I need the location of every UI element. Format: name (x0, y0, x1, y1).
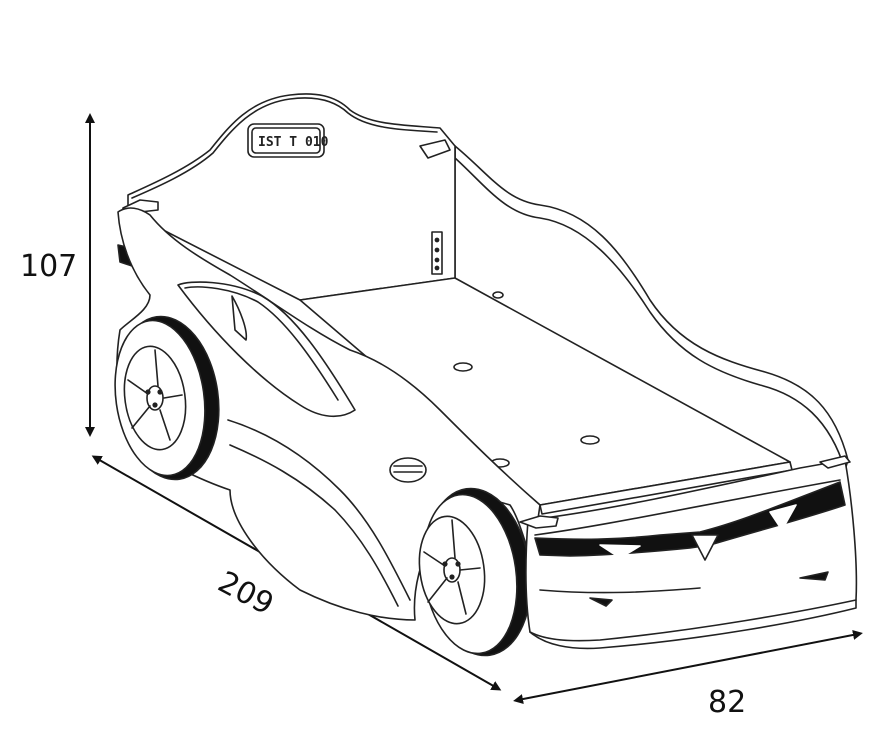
front-light-small (799, 571, 829, 581)
front-panel-top-line (534, 479, 841, 536)
grille-highlight (599, 504, 797, 559)
body-swoosh (227, 419, 411, 601)
car-bed: IST T 010 (114, 93, 858, 657)
platform-hole (492, 291, 504, 299)
headboard-light-right (419, 139, 451, 159)
side-window (177, 281, 356, 418)
window-mirror (231, 295, 248, 341)
front-hook-right (819, 455, 851, 469)
front-emblem (691, 534, 719, 561)
front-light-small (589, 597, 613, 607)
height-label: 107 (20, 249, 77, 284)
license-plate: IST T 010 (247, 123, 329, 158)
platform-hole (580, 435, 600, 445)
front-hook-left (519, 515, 559, 529)
width-dimension-line (513, 630, 863, 704)
headboard (127, 93, 456, 301)
platform-hole (453, 362, 473, 372)
headboard-inner-edge (131, 97, 438, 199)
rear-wheel (114, 315, 220, 481)
window-inner-line (184, 286, 339, 401)
length-label: 209 (212, 565, 279, 623)
fuel-cap (389, 457, 427, 483)
support-bracket (431, 231, 443, 275)
bumper-line (539, 587, 701, 594)
body-swoosh (229, 444, 399, 607)
front-wheel (418, 487, 532, 657)
width-label: 82 (708, 685, 746, 720)
license-plate-text: IST T 010 (258, 135, 329, 150)
bed-base-bottom (529, 599, 857, 650)
